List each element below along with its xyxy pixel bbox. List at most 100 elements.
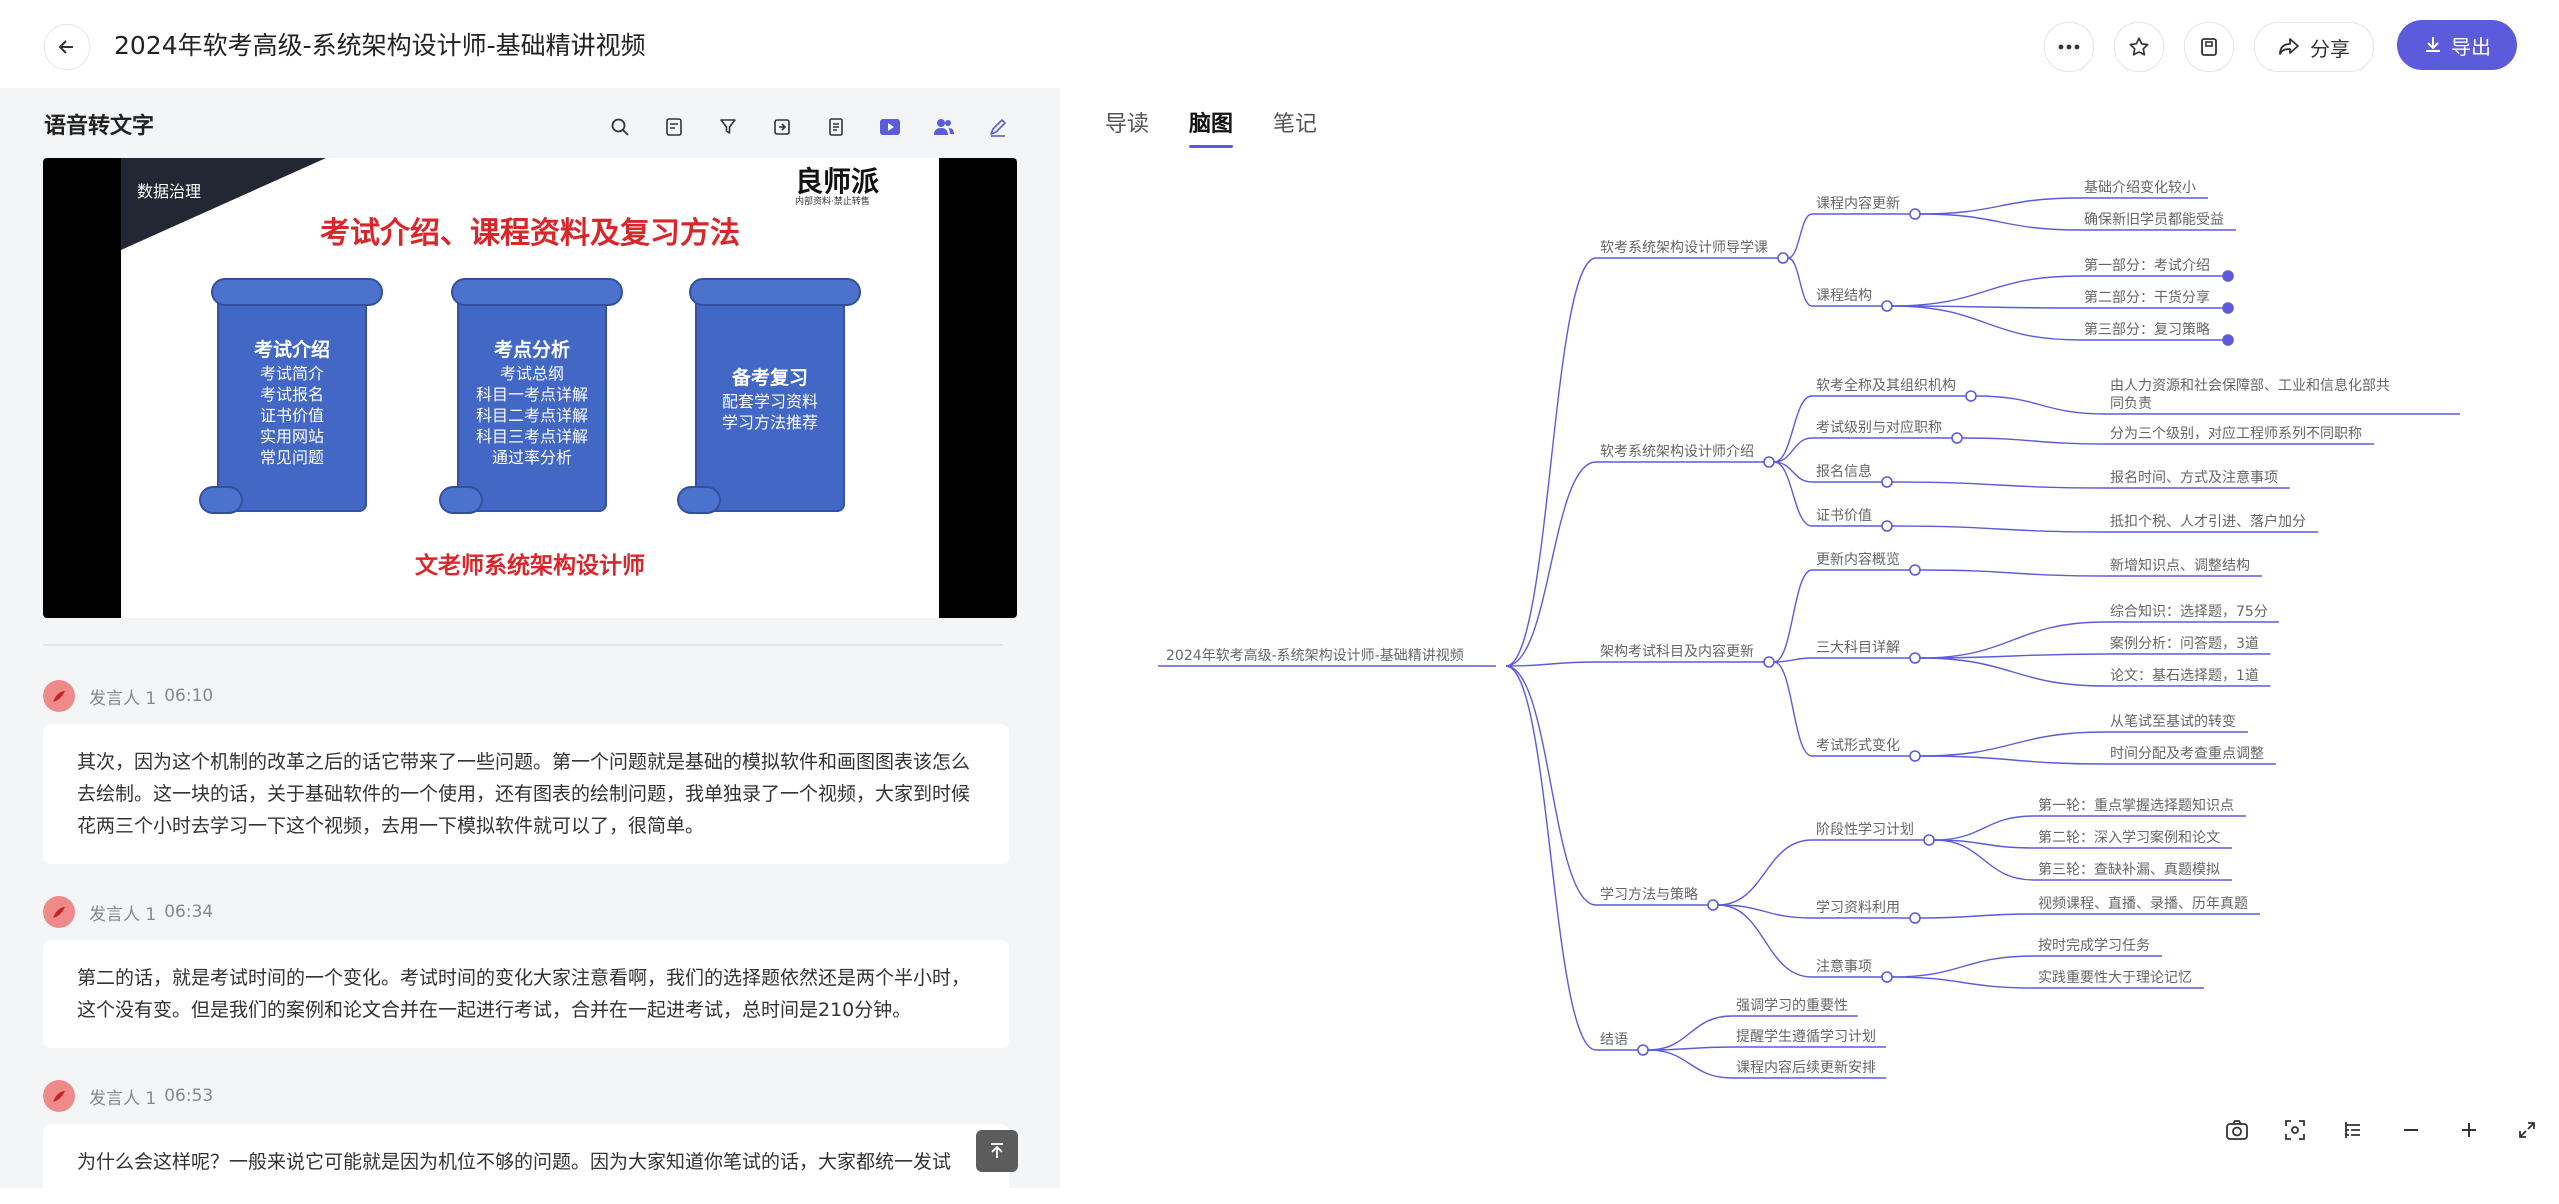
node-collapse-toggle[interactable]: [2222, 270, 2234, 282]
timestamp[interactable]: 06:10: [164, 686, 214, 706]
tab-mindmap[interactable]: 脑图: [1189, 106, 1234, 148]
export-button[interactable]: 导出: [2397, 20, 2517, 70]
mindmap-leaf[interactable]: 实践重要性大于理论记忆: [2038, 970, 2192, 986]
mindmap-branch[interactable]: 结语: [1600, 1032, 1628, 1048]
mindmap-leaf[interactable]: 视频课程、直播、录播、历年真题: [2038, 895, 2248, 912]
mindmap-topic[interactable]: 提醒学生遵循学习计划: [1736, 1028, 1876, 1045]
document-edit-icon: [666, 118, 682, 136]
node-collapse-toggle[interactable]: [1763, 456, 1775, 468]
zoom-out-button[interactable]: [2389, 1110, 2433, 1150]
mindmap-branch[interactable]: 架构考试科目及内容更新: [1600, 643, 1754, 660]
fullscreen-button[interactable]: [2505, 1110, 2549, 1150]
video-toggle-button[interactable]: [872, 110, 908, 144]
zoom-in-button[interactable]: [2447, 1110, 2491, 1150]
transcript-paragraph[interactable]: 为什么会这样呢？一般来说它可能就是因为机位不够的问题。因为大家知道你笔试的话，大…: [43, 1124, 1009, 1204]
video-icon: [880, 119, 900, 135]
mindmap-branch[interactable]: 软考系统架构设计师导学课: [1600, 240, 1768, 256]
mindmap-leaf[interactable]: 第一部分：考试介绍: [2084, 257, 2210, 274]
mindmap-link: [1919, 197, 2081, 215]
mindmap-leaf[interactable]: 由人力资源和社会保障部、工业和信息化部共: [2110, 377, 2390, 394]
filter-button[interactable]: [710, 110, 746, 144]
transcript-paragraph[interactable]: 其次，因为这个机制的改革之后的话它带来了一些问题。第一个问题就是基础的模拟软件和…: [43, 724, 1009, 864]
summary-button[interactable]: [656, 110, 692, 144]
save-button[interactable]: [2184, 22, 2234, 72]
mindmap-leaf[interactable]: 新增知识点、调整结构: [2110, 557, 2250, 574]
node-collapse-toggle[interactable]: [1909, 652, 1921, 664]
mindmap-leaf[interactable]: 第一轮：重点掌握选择题知识点: [2038, 797, 2234, 814]
mindmap-leaf[interactable]: 从笔试至基试的转变: [2110, 713, 2236, 730]
node-collapse-toggle[interactable]: [1965, 390, 1977, 402]
node-collapse-toggle[interactable]: [1909, 208, 1921, 220]
mindmap-leaf[interactable]: 案例分析：问答题，3道: [2110, 635, 2259, 652]
mindmap-topic[interactable]: 阶段性学习计划: [1816, 822, 1914, 838]
mindmap-topic[interactable]: 软考全称及其组织机构: [1816, 377, 1956, 394]
node-collapse-toggle[interactable]: [2222, 302, 2234, 314]
node-collapse-toggle[interactable]: [1763, 656, 1775, 668]
node-collapse-toggle[interactable]: [1881, 520, 1893, 532]
mindmap-root[interactable]: 2024年软考高级-系统架构设计师-基础精讲视频: [1166, 647, 1464, 664]
mindmap-leaf[interactable]: 抵扣个税、人才引进、落户加分: [2110, 513, 2306, 530]
outline-button[interactable]: [2331, 1110, 2375, 1150]
node-collapse-toggle[interactable]: [1909, 564, 1921, 576]
mindmap-topic[interactable]: 考试级别与对应职称: [1816, 419, 1942, 436]
node-collapse-toggle[interactable]: [1909, 912, 1921, 924]
node-collapse-toggle[interactable]: [1777, 252, 1789, 264]
scroll-to-top-button[interactable]: [976, 1130, 1018, 1172]
timestamp[interactable]: 06:34: [164, 902, 214, 922]
mindmap-leaf[interactable]: 同负责: [2110, 396, 2152, 412]
mindmap-branch[interactable]: 学习方法与策略: [1600, 886, 1698, 903]
search-button[interactable]: [602, 110, 638, 144]
video-player[interactable]: 数据治理 良师派 内部资料·禁止转售 考试介绍、课程资料及复习方法 考试介绍考试…: [43, 158, 1017, 618]
mindmap-link: [1933, 839, 2035, 849]
node-collapse-toggle[interactable]: [1707, 899, 1719, 911]
share-button[interactable]: 分享: [2254, 22, 2374, 72]
mindmap-topic[interactable]: 更新内容概览: [1816, 551, 1900, 568]
fit-view-button[interactable]: [2273, 1110, 2317, 1150]
mindmap-leaf[interactable]: 综合知识：选择题，75分: [2110, 603, 2268, 620]
mindmap-canvas[interactable]: 2024年软考高级-系统架构设计师-基础精讲视频软考系统架构设计师导学课课程内容…: [1060, 88, 2559, 1188]
mindmap-leaf[interactable]: 分为三个级别，对应工程师系列不同职称: [2110, 425, 2362, 442]
node-collapse-toggle[interactable]: [1923, 834, 1935, 846]
mindmap-topic[interactable]: 强调学习的重要性: [1736, 998, 1848, 1014]
mindmap-leaf[interactable]: 报名时间、方式及注意事项: [2110, 469, 2278, 486]
mindmap-topic[interactable]: 三大科目详解: [1816, 640, 1900, 656]
more-button[interactable]: [2044, 22, 2094, 72]
mindmap-leaf[interactable]: 第三部分：复习策略: [2084, 321, 2210, 338]
mindmap-topic[interactable]: 课程内容更新: [1816, 195, 1900, 212]
favorite-button[interactable]: [2114, 22, 2164, 72]
node-collapse-toggle[interactable]: [2222, 334, 2234, 346]
timestamp[interactable]: 06:53: [164, 1086, 214, 1106]
tab-notes[interactable]: 笔记: [1273, 112, 1318, 137]
mindmap-topic[interactable]: 学习资料利用: [1816, 900, 1900, 916]
mindmap-topic[interactable]: 报名信息: [1816, 463, 1872, 480]
mindmap-branch[interactable]: 软考系统架构设计师介绍: [1600, 444, 1754, 460]
mindmap-leaf[interactable]: 第二部分：干货分享: [2084, 289, 2210, 306]
speakers-button[interactable]: [926, 110, 962, 144]
node-collapse-toggle[interactable]: [1951, 432, 1963, 444]
notes-button[interactable]: [818, 110, 854, 144]
node-collapse-toggle[interactable]: [1909, 750, 1921, 762]
transcript-paragraph[interactable]: 第二的话，就是考试时间的一个变化。考试时间的变化大家注意看啊，我们的选择题依然还…: [43, 940, 1009, 1048]
mindmap-leaf[interactable]: 第三轮：查缺补漏、真题模拟: [2038, 861, 2220, 878]
mindmap-topic[interactable]: 课程内容后续更新安排: [1736, 1059, 1876, 1076]
mindmap-leaf[interactable]: 确保新旧学员都能受益: [2084, 212, 2224, 228]
export-text-button[interactable]: [764, 110, 800, 144]
mindmap-leaf[interactable]: 论文：基石选择题，1道: [2110, 667, 2259, 684]
mindmap-leaf[interactable]: 第二轮：深入学习案例和论文: [2038, 829, 2220, 846]
mindmap-leaf[interactable]: 按时完成学习任务: [2038, 938, 2150, 954]
node-collapse-toggle[interactable]: [1881, 476, 1893, 488]
mindmap-topic[interactable]: 证书价值: [1816, 508, 1872, 524]
node-collapse-toggle[interactable]: [1637, 1044, 1649, 1056]
screenshot-button[interactable]: [2215, 1110, 2259, 1150]
back-button[interactable]: [44, 24, 90, 70]
node-collapse-toggle[interactable]: [1881, 300, 1893, 312]
speaker-icon: [53, 907, 65, 918]
edit-button[interactable]: [980, 110, 1016, 144]
mindmap-leaf[interactable]: 基础介绍变化较小: [2084, 179, 2196, 196]
tab-guide[interactable]: 导读: [1105, 112, 1150, 137]
node-collapse-toggle[interactable]: [1881, 971, 1893, 983]
mindmap-leaf[interactable]: 时间分配及考查重点调整: [2110, 746, 2264, 762]
mindmap-topic[interactable]: 课程结构: [1816, 288, 1872, 304]
mindmap-topic[interactable]: 注意事项: [1816, 958, 1872, 975]
mindmap-topic[interactable]: 考试形式变化: [1816, 738, 1900, 754]
